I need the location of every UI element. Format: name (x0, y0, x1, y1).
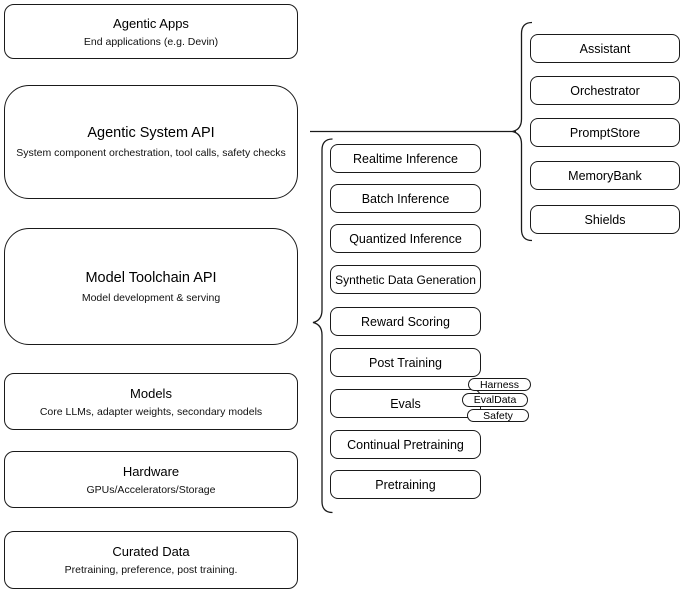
node-label: Reward Scoring (361, 314, 450, 329)
node-label: Evals (390, 396, 421, 411)
node-label: Pretraining (375, 477, 436, 492)
node-pretraining: Pretraining (330, 470, 481, 499)
node-synthetic-data-generation: Synthetic Data Generation (330, 265, 481, 294)
node-label: PromptStore (569, 125, 641, 140)
box-subtitle: Pretraining, preference, post training. (64, 564, 238, 576)
box-subtitle: Model development & serving (81, 291, 221, 304)
box-title: Agentic Apps (113, 15, 189, 31)
pill-harness: Harness (468, 378, 531, 391)
box-curated-data: Curated Data Pretraining, preference, po… (4, 531, 298, 589)
node-evals: Evals (330, 389, 481, 418)
node-realtime-inference: Realtime Inference (330, 144, 481, 173)
box-subtitle: System component orchestration, tool cal… (16, 147, 286, 159)
box-model-toolchain-api: Model Toolchain API Model development & … (4, 228, 298, 345)
pill-safety: Safety (467, 409, 529, 422)
node-label: MemoryBank (568, 168, 642, 183)
box-title: Curated Data (112, 544, 190, 559)
node-promptstore: PromptStore (530, 118, 680, 147)
node-quantized-inference: Quantized Inference (330, 224, 481, 253)
box-models: Models Core LLMs, adapter weights, secon… (4, 373, 298, 430)
node-label: Orchestrator (570, 83, 640, 98)
node-memorybank: MemoryBank (530, 161, 680, 190)
node-label: Batch Inference (361, 191, 450, 206)
box-subtitle: Core LLMs, adapter weights, secondary mo… (39, 405, 263, 418)
node-assistant: Assistant (530, 34, 680, 63)
box-agentic-apps: Agentic Apps End applications (e.g. Devi… (4, 4, 298, 59)
pill-evaldata: EvalData (462, 393, 528, 407)
node-shields: Shields (530, 205, 680, 234)
pill-label: Harness (479, 378, 520, 391)
node-continual-pretraining: Continual Pretraining (330, 430, 481, 459)
node-label: Realtime Inference (353, 151, 458, 166)
pill-label: EvalData (473, 394, 517, 406)
node-orchestrator: Orchestrator (530, 76, 680, 105)
node-label: Quantized Inference (349, 231, 462, 246)
pill-label: Safety (483, 409, 513, 422)
node-reward-scoring: Reward Scoring (330, 307, 481, 336)
node-label: Synthetic Data Generation (335, 272, 476, 287)
box-agentic-system-api: Agentic System API System component orch… (4, 85, 298, 199)
node-label: Shields (584, 212, 626, 227)
node-post-training: Post Training (330, 348, 481, 377)
box-title: Model Toolchain API (85, 269, 217, 286)
box-subtitle: GPUs/Accelerators/Storage (86, 483, 216, 496)
box-title: Models (130, 385, 172, 401)
node-batch-inference: Batch Inference (330, 184, 481, 213)
box-title: Agentic System API (87, 125, 215, 141)
box-title: Hardware (122, 463, 180, 479)
node-label: Assistant (579, 41, 631, 56)
node-label: Continual Pretraining (347, 437, 464, 452)
box-subtitle: End applications (e.g. Devin) (83, 35, 219, 48)
box-hardware: Hardware GPUs/Accelerators/Storage (4, 451, 298, 508)
node-label: Post Training (369, 355, 442, 370)
